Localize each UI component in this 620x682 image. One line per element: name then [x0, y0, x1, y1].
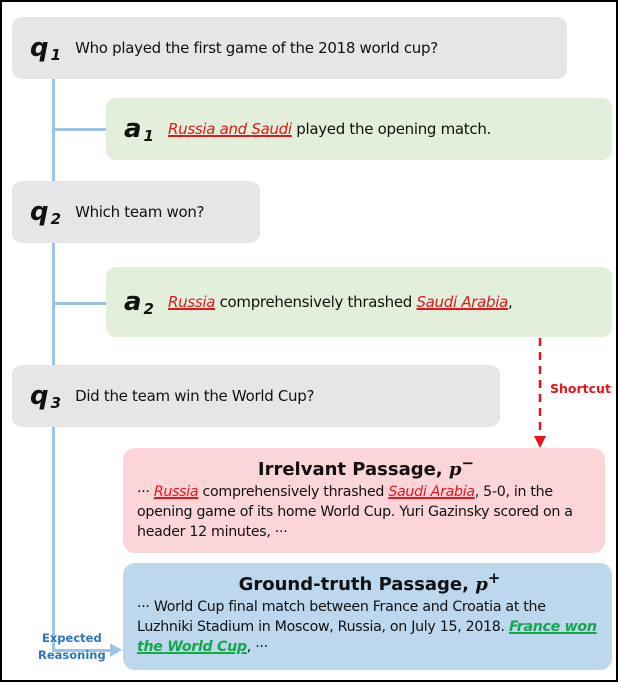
question-1-text: Who played the first game of the 2018 wo… [75, 39, 438, 57]
irrelevant-passage-title: Irrelvant Passage, p− [257, 454, 475, 480]
arrow-right-icon [110, 643, 122, 657]
irrelevant-highlight-saudi: Saudi Arabia [388, 484, 475, 500]
groundtruth-passage-title: Ground-truth Passage, p+ [238, 569, 501, 595]
connector-groundtruth [52, 649, 112, 652]
question-2-text: Which team won? [75, 203, 205, 221]
connector-a1 [52, 128, 107, 131]
answer-2-text: Russia comprehensively thrashed Saudi Ar… [167, 293, 513, 311]
answer-2-highlight-saudi: Saudi Arabia [416, 293, 509, 311]
shortcut-arrow-icon [534, 338, 546, 448]
reasoning-trunk-line [52, 78, 55, 651]
answer-1-highlight: Russia and Saudi [167, 120, 292, 138]
irrelevant-highlight-russia: Russia [153, 484, 199, 500]
connector-a2 [52, 302, 107, 305]
expected-reasoning-label: Expected Reasoning [38, 631, 106, 662]
answer-1-text: Russia and Saudi played the opening matc… [167, 120, 492, 138]
question-3-text: Did the team win the World Cup? [75, 387, 315, 405]
irrelevant-passage-box: Irrelvant Passage, p− ··· Russia compreh… [123, 448, 605, 553]
answer-2-highlight-russia: Russia [167, 293, 216, 311]
irrelevant-passage-text: ··· Russia comprehensively thrashed Saud… [137, 484, 573, 540]
shortcut-label: Shortcut [550, 381, 611, 396]
groundtruth-passage-box: Ground-truth Passage, p+ ··· World Cup f… [123, 563, 612, 670]
groundtruth-highlight: France won the World Cup [137, 619, 597, 655]
groundtruth-passage-text: ··· World Cup final match between France… [137, 599, 597, 655]
